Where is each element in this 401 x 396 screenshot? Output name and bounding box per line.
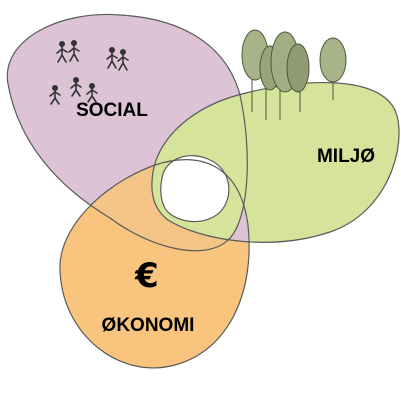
people-icon <box>49 39 129 105</box>
center-overlap <box>160 155 229 222</box>
trees-icon <box>241 29 347 120</box>
miljo-label: MILJØ <box>317 146 375 167</box>
okonomi-label: ØKONOMI <box>102 315 195 336</box>
euro-icon: € <box>134 256 159 296</box>
social-label: SOCIAL <box>76 100 148 121</box>
